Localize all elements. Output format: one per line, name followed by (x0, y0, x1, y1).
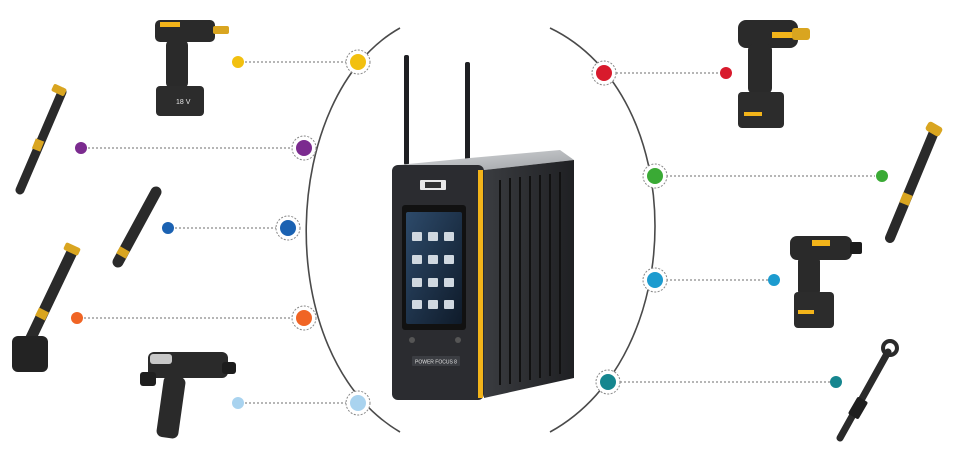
angle-nutrunner-icon[interactable] (885, 121, 943, 243)
app-icon (444, 232, 454, 241)
right-arc-nodes (591, 60, 668, 395)
node-cyan[interactable] (642, 267, 668, 293)
power-focus-controller[interactable]: POWER FOCUS 8 (392, 55, 574, 400)
app-icon (444, 300, 454, 309)
antenna-left (404, 55, 409, 165)
angle-head-nutrunner-icon[interactable] (12, 242, 81, 372)
app-icon (428, 255, 438, 264)
app-icon (412, 278, 422, 287)
front-button-right[interactable] (455, 337, 461, 343)
left-arc (305, 27, 401, 433)
left-arc-nodes (275, 49, 371, 416)
node-lightblue[interactable] (345, 390, 371, 416)
right-connectors (612, 72, 875, 383)
pistol-nutrunner-icon[interactable] (140, 352, 236, 439)
screen-app-grid (412, 232, 454, 309)
battery-label: 18 V (176, 99, 191, 106)
model-label-plate (412, 356, 460, 366)
node-green[interactable] (642, 163, 668, 189)
tool-dots (71, 56, 888, 409)
battery-nutrunner-icon[interactable]: 18 V (155, 20, 229, 116)
app-icon (428, 300, 438, 309)
node-blue[interactable] (275, 215, 301, 241)
left-connectors (84, 61, 350, 404)
app-icon (412, 255, 422, 264)
app-icon (428, 232, 438, 241)
node-orange[interactable] (291, 305, 317, 331)
app-icon (412, 232, 422, 241)
battery-pistol-tool-icon[interactable] (738, 20, 810, 128)
impact-wrench-icon[interactable] (790, 236, 862, 328)
app-icon (412, 300, 422, 309)
node-teal[interactable] (595, 369, 621, 395)
angle-nutrunner-icon[interactable] (15, 83, 67, 195)
model-label: POWER FOCUS 8 (415, 360, 457, 366)
node-yellow[interactable] (345, 49, 371, 75)
cooling-fins (499, 172, 561, 385)
app-icon (428, 278, 438, 287)
app-icon (444, 255, 454, 264)
app-icon (444, 278, 454, 287)
front-button-left[interactable] (409, 337, 415, 343)
accent-stripe (478, 170, 483, 398)
straight-nutrunner-icon[interactable] (112, 186, 162, 268)
antenna-right (465, 62, 470, 180)
torque-wrench-icon[interactable] (836, 339, 899, 442)
node-purple[interactable] (291, 135, 317, 161)
node-red[interactable] (591, 60, 617, 86)
